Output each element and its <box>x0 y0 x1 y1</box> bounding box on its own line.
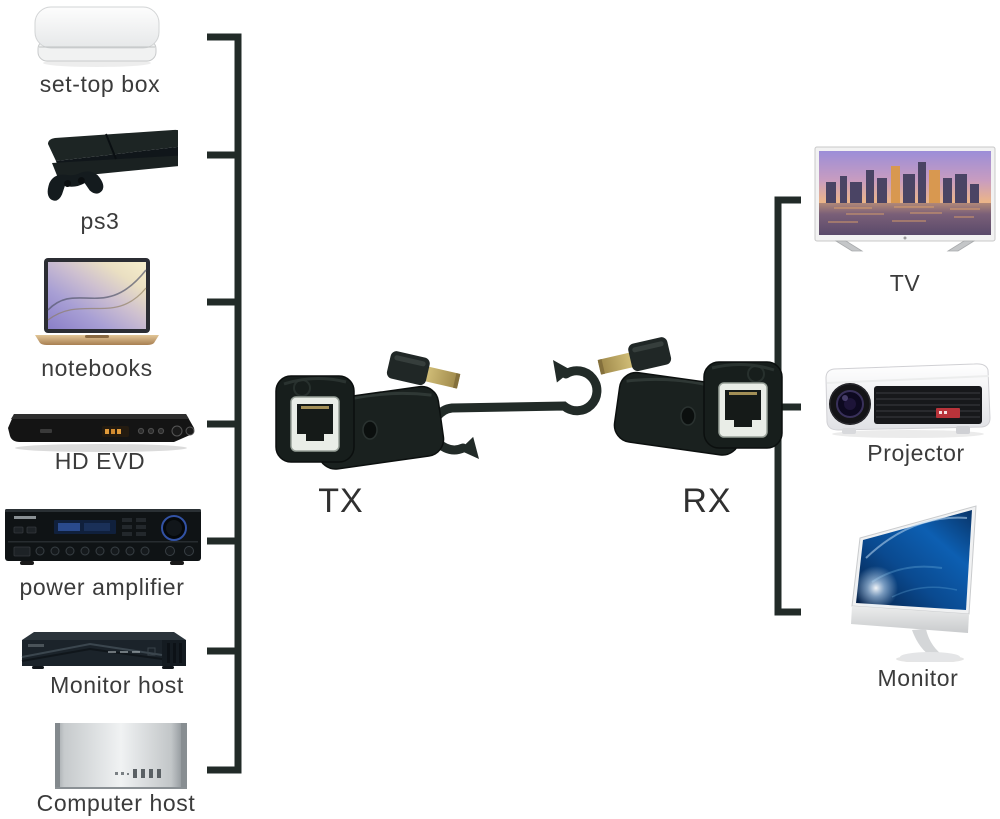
tv-image <box>814 146 996 258</box>
ps3-label: ps3 <box>80 208 120 234</box>
notebooks-image <box>27 258 167 350</box>
monitor-host-label: Monitor host <box>50 672 184 698</box>
monitor-image <box>842 502 982 662</box>
tx-extender-image <box>270 350 465 485</box>
set-top-box-image <box>31 2 163 68</box>
power-amplifier-label: power amplifier <box>19 574 185 600</box>
rx-label: RX <box>682 482 732 520</box>
projector-label: Projector <box>867 440 965 466</box>
computer-host-label: Computer host <box>36 790 196 816</box>
set-top-box-label: set-top box <box>39 71 161 97</box>
monitor-label: Monitor <box>877 665 959 691</box>
notebooks-label: notebooks <box>41 355 153 381</box>
projector-image <box>816 356 996 440</box>
power-amplifier-image <box>2 505 204 569</box>
computer-host-image <box>55 723 187 791</box>
tv-label: TV <box>889 270 921 296</box>
hd-evd-image <box>4 404 198 456</box>
ps3-image <box>18 128 178 213</box>
hd-evd-label: HD EVD <box>54 448 146 474</box>
left-bracket-line <box>207 33 242 774</box>
arrowhead-up-left <box>553 360 572 383</box>
rx-extender-image <box>593 336 788 471</box>
tx-label: TX <box>318 482 364 520</box>
monitor-host-image <box>12 626 194 674</box>
